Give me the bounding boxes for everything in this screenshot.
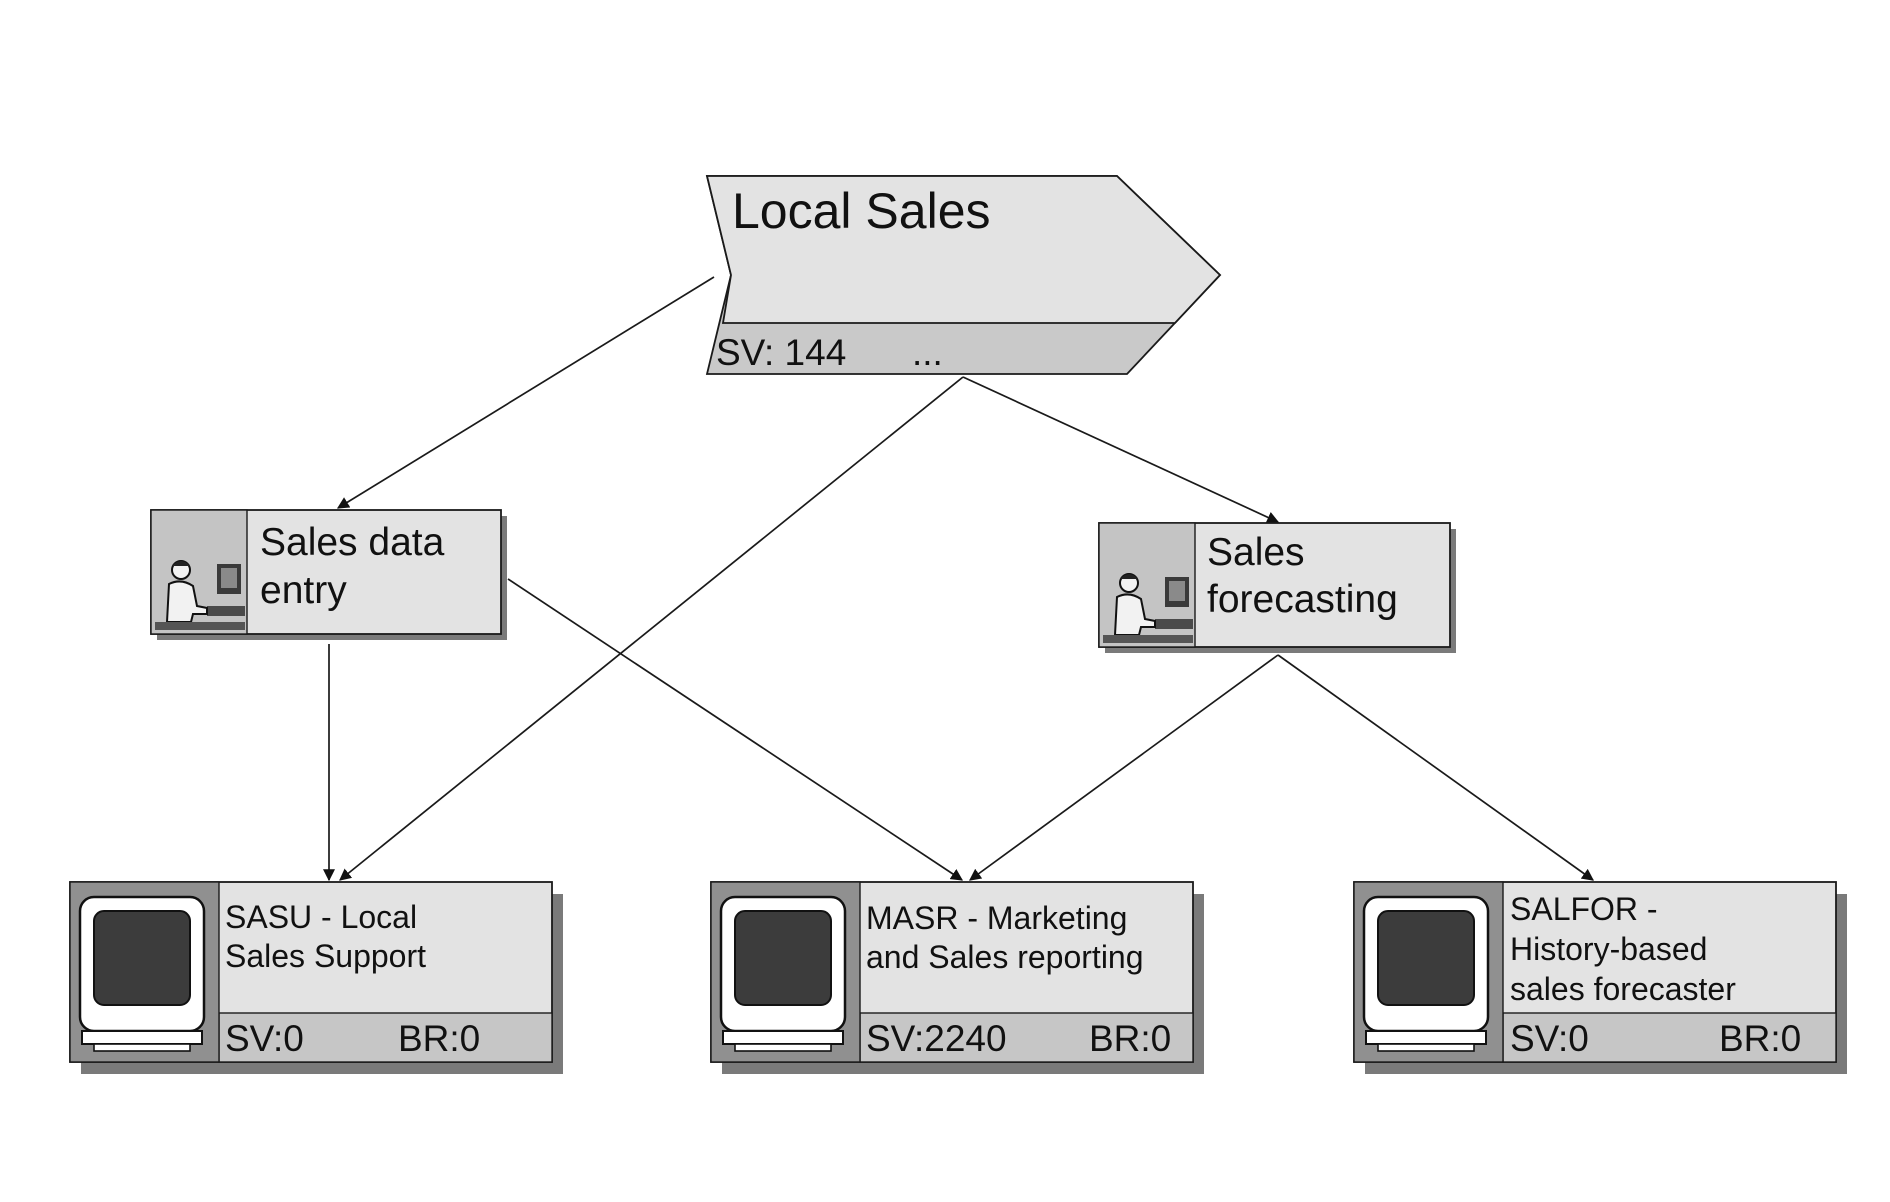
- system-label-line-2: Sales Support: [225, 938, 426, 974]
- system-br-value: BR:0: [1089, 1018, 1171, 1059]
- connector-process-to-sasu: [339, 376, 964, 881]
- process-sv-value: SV: 144: [716, 332, 846, 373]
- computer-monitor-icon: [719, 895, 847, 1052]
- system-footer: [218, 1012, 553, 1063]
- connector-sales-forecasting-to-salfor: [1277, 654, 1594, 881]
- system-label-line-1: MASR - Marketing: [866, 900, 1127, 936]
- connector-sales-data-entry-to-masr: [507, 578, 964, 881]
- function-sales-data-entry[interactable]: Sales data entry: [150, 509, 507, 640]
- process-chevron-top: [705, 175, 1222, 324]
- system-footer: [859, 1012, 1194, 1063]
- process-more-indicator: ...: [912, 332, 943, 373]
- clerk-at-computer-icon: [155, 560, 245, 630]
- connector-process-to-sales-data-entry: [336, 276, 715, 509]
- system-br-value: BR:0: [398, 1018, 480, 1059]
- function-label-line-2: entry: [260, 569, 347, 612]
- system-label-line-1: SALFOR -: [1510, 891, 1658, 927]
- system-footer: [1502, 1012, 1837, 1063]
- system-sasu[interactable]: SASU - Local Sales Support SV:0 BR:0: [69, 881, 563, 1074]
- function-sales-forecasting[interactable]: Sales forecasting: [1098, 522, 1456, 653]
- function-label-line-1: Sales: [1207, 531, 1305, 574]
- system-sv-value: SV:2240: [866, 1018, 1007, 1059]
- process-local-sales[interactable]: Local Sales SV: 144 ...: [705, 175, 1222, 375]
- function-label-line-2: forecasting: [1207, 578, 1398, 621]
- system-salfor[interactable]: SALFOR - History-based sales forecaster …: [1353, 881, 1847, 1074]
- system-label-line-3: sales forecaster: [1510, 971, 1736, 1007]
- connector-process-to-sales-forecasting: [962, 376, 1280, 523]
- connector-sales-forecasting-to-masr: [969, 654, 1279, 881]
- computer-monitor-icon: [78, 895, 206, 1052]
- system-label-line-2: and Sales reporting: [866, 939, 1144, 975]
- process-title: Local Sales: [732, 183, 991, 239]
- system-label-line-1: SASU - Local: [225, 899, 417, 935]
- system-br-value: BR:0: [1719, 1018, 1801, 1059]
- function-label-line-1: Sales data: [260, 521, 445, 564]
- system-masr[interactable]: MASR - Marketing and Sales reporting SV:…: [710, 881, 1204, 1074]
- clerk-at-computer-icon: [1103, 573, 1193, 643]
- system-sv-value: SV:0: [225, 1018, 304, 1059]
- system-label-line-2: History-based: [1510, 931, 1707, 967]
- system-sv-value: SV:0: [1510, 1018, 1589, 1059]
- connectors: [323, 276, 1594, 882]
- computer-monitor-icon: [1362, 895, 1490, 1052]
